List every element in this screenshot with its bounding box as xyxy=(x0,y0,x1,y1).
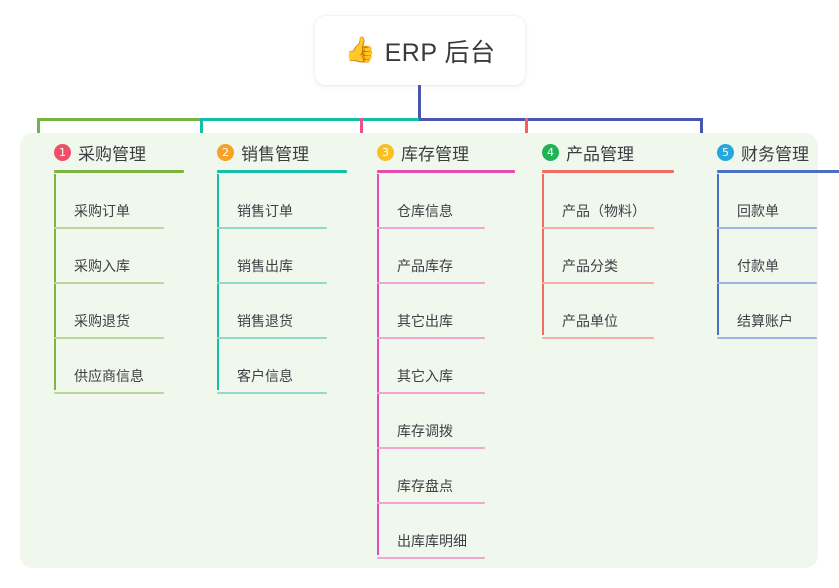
leaf-underline xyxy=(54,392,164,394)
leaf-label: 产品（物料） xyxy=(562,203,646,219)
leaf-label: 采购退货 xyxy=(74,313,130,329)
leaf-label: 出库库明细 xyxy=(397,533,467,549)
leaf-underline xyxy=(717,227,817,229)
leaf-underline xyxy=(217,337,327,339)
leaf-item[interactable]: 销售退货 xyxy=(217,311,327,339)
leaf-item[interactable]: 销售订单 xyxy=(217,201,327,229)
leaf-item[interactable]: 出库库明细 xyxy=(377,531,485,559)
thumbs-up-icon: 👍 xyxy=(344,36,376,64)
connector-bar-green xyxy=(38,118,201,121)
leaf-item[interactable]: 付款单 xyxy=(717,256,817,284)
leaf-item[interactable]: 采购入库 xyxy=(54,256,164,284)
leaf-underline xyxy=(377,447,485,449)
column-header-3[interactable]: 3 库存管理 xyxy=(360,133,515,171)
column-title: 产品管理 xyxy=(566,144,634,164)
root-title: ERP 后台 xyxy=(384,38,496,67)
leaf-underline xyxy=(217,227,327,229)
leaf-item[interactable]: 销售出库 xyxy=(217,256,327,284)
column-underline xyxy=(717,170,839,173)
column-underline xyxy=(377,170,515,173)
column-title: 库存管理 xyxy=(401,144,469,164)
leaf-underline xyxy=(217,282,327,284)
leaf-underline xyxy=(54,227,164,229)
column-spine xyxy=(542,174,544,335)
leaf-item[interactable]: 采购退货 xyxy=(54,311,164,339)
column-title: 采购管理 xyxy=(78,144,146,164)
column-underline xyxy=(54,170,184,173)
column-header-2[interactable]: 2 销售管理 xyxy=(200,133,350,171)
column-销售管理: 2 销售管理销售订单销售出库销售退货客户信息 xyxy=(200,133,350,394)
column-header-1[interactable]: 1 采购管理 xyxy=(37,133,187,171)
column-库存管理: 3 库存管理仓库信息产品库存其它出库其它入库库存调拨库存盘点出库库明细 xyxy=(360,133,515,559)
leaf-underline xyxy=(54,337,164,339)
leaf-label: 仓库信息 xyxy=(397,203,453,219)
column-title: 财务管理 xyxy=(741,144,809,164)
leaf-underline xyxy=(717,337,817,339)
leaf-label: 产品分类 xyxy=(562,258,618,274)
column-badge-1: 1 xyxy=(54,143,71,161)
leaf-item[interactable]: 产品分类 xyxy=(542,256,654,284)
leaf-underline xyxy=(542,227,654,229)
connector-bar-teal xyxy=(201,118,419,121)
leaf-underline xyxy=(54,282,164,284)
leaf-label: 采购订单 xyxy=(74,203,130,219)
leaf-underline xyxy=(377,337,485,339)
leaf-underline xyxy=(377,557,485,559)
leaf-label: 结算账户 xyxy=(737,313,793,329)
leaf-item[interactable]: 采购订单 xyxy=(54,201,164,229)
leaf-underline xyxy=(542,282,654,284)
leaf-underline xyxy=(377,392,485,394)
leaf-item[interactable]: 库存盘点 xyxy=(377,476,485,504)
leaf-underline xyxy=(377,502,485,504)
column-产品管理: 4 产品管理产品（物料） 产品分类产品单位 xyxy=(525,133,675,339)
column-underline xyxy=(217,170,347,173)
leaf-item[interactable]: 产品（物料） xyxy=(542,201,654,229)
leaf-underline xyxy=(542,337,654,339)
root-stem xyxy=(418,85,421,121)
leaf-item[interactable]: 其它入库 xyxy=(377,366,485,394)
column-badge-2: 2 xyxy=(217,143,234,161)
leaf-item[interactable]: 其它出库 xyxy=(377,311,485,339)
leaf-underline xyxy=(217,392,327,394)
column-spine xyxy=(377,174,379,555)
leaf-item[interactable]: 结算账户 xyxy=(717,311,817,339)
leaf-label: 其它出库 xyxy=(397,313,453,329)
column-spine xyxy=(717,174,719,335)
leaf-label: 产品库存 xyxy=(397,258,453,274)
leaf-label: 库存调拨 xyxy=(397,423,453,439)
root-node[interactable]: 👍 ERP 后台 xyxy=(315,16,525,85)
leaf-label: 销售退货 xyxy=(237,313,293,329)
column-header-5[interactable]: 5 财务管理 xyxy=(700,133,830,171)
leaf-item[interactable]: 回款单 xyxy=(717,201,817,229)
column-badge-4: 4 xyxy=(542,143,559,161)
leaf-item[interactable]: 库存调拨 xyxy=(377,421,485,449)
leaf-underline xyxy=(377,282,485,284)
column-underline xyxy=(542,170,674,173)
column-header-4[interactable]: 4 产品管理 xyxy=(525,133,675,171)
leaf-item[interactable]: 产品单位 xyxy=(542,311,654,339)
column-badge-3: 3 xyxy=(377,143,394,161)
column-badge-5: 5 xyxy=(717,143,734,161)
leaf-label: 产品单位 xyxy=(562,313,618,329)
leaf-label: 其它入库 xyxy=(397,368,453,384)
column-采购管理: 1 采购管理采购订单采购入库采购退货供应商信息 xyxy=(37,133,187,394)
leaf-underline xyxy=(377,227,485,229)
connector-bar-blue xyxy=(419,118,703,121)
leaf-item[interactable]: 仓库信息 xyxy=(377,201,485,229)
leaf-item[interactable]: 客户信息 xyxy=(217,366,327,394)
column-财务管理: 5 财务管理回款单付款单结算账户 xyxy=(700,133,839,339)
leaf-label: 回款单 xyxy=(737,203,779,219)
diagram-panel: 1 采购管理采购订单采购入库采购退货供应商信息 2 销售管理销售订单销售出库销售退货客… xyxy=(20,133,839,568)
leaf-label: 采购入库 xyxy=(74,258,130,274)
leaf-label: 客户信息 xyxy=(237,368,293,384)
leaf-underline xyxy=(717,282,817,284)
leaf-item[interactable]: 供应商信息 xyxy=(54,366,164,394)
leaf-label: 库存盘点 xyxy=(397,478,453,494)
leaf-label: 供应商信息 xyxy=(74,368,144,384)
column-title: 销售管理 xyxy=(241,144,309,164)
leaf-item[interactable]: 产品库存 xyxy=(377,256,485,284)
leaf-label: 付款单 xyxy=(737,258,779,274)
leaf-label: 销售订单 xyxy=(237,203,293,219)
leaf-label: 销售出库 xyxy=(237,258,293,274)
